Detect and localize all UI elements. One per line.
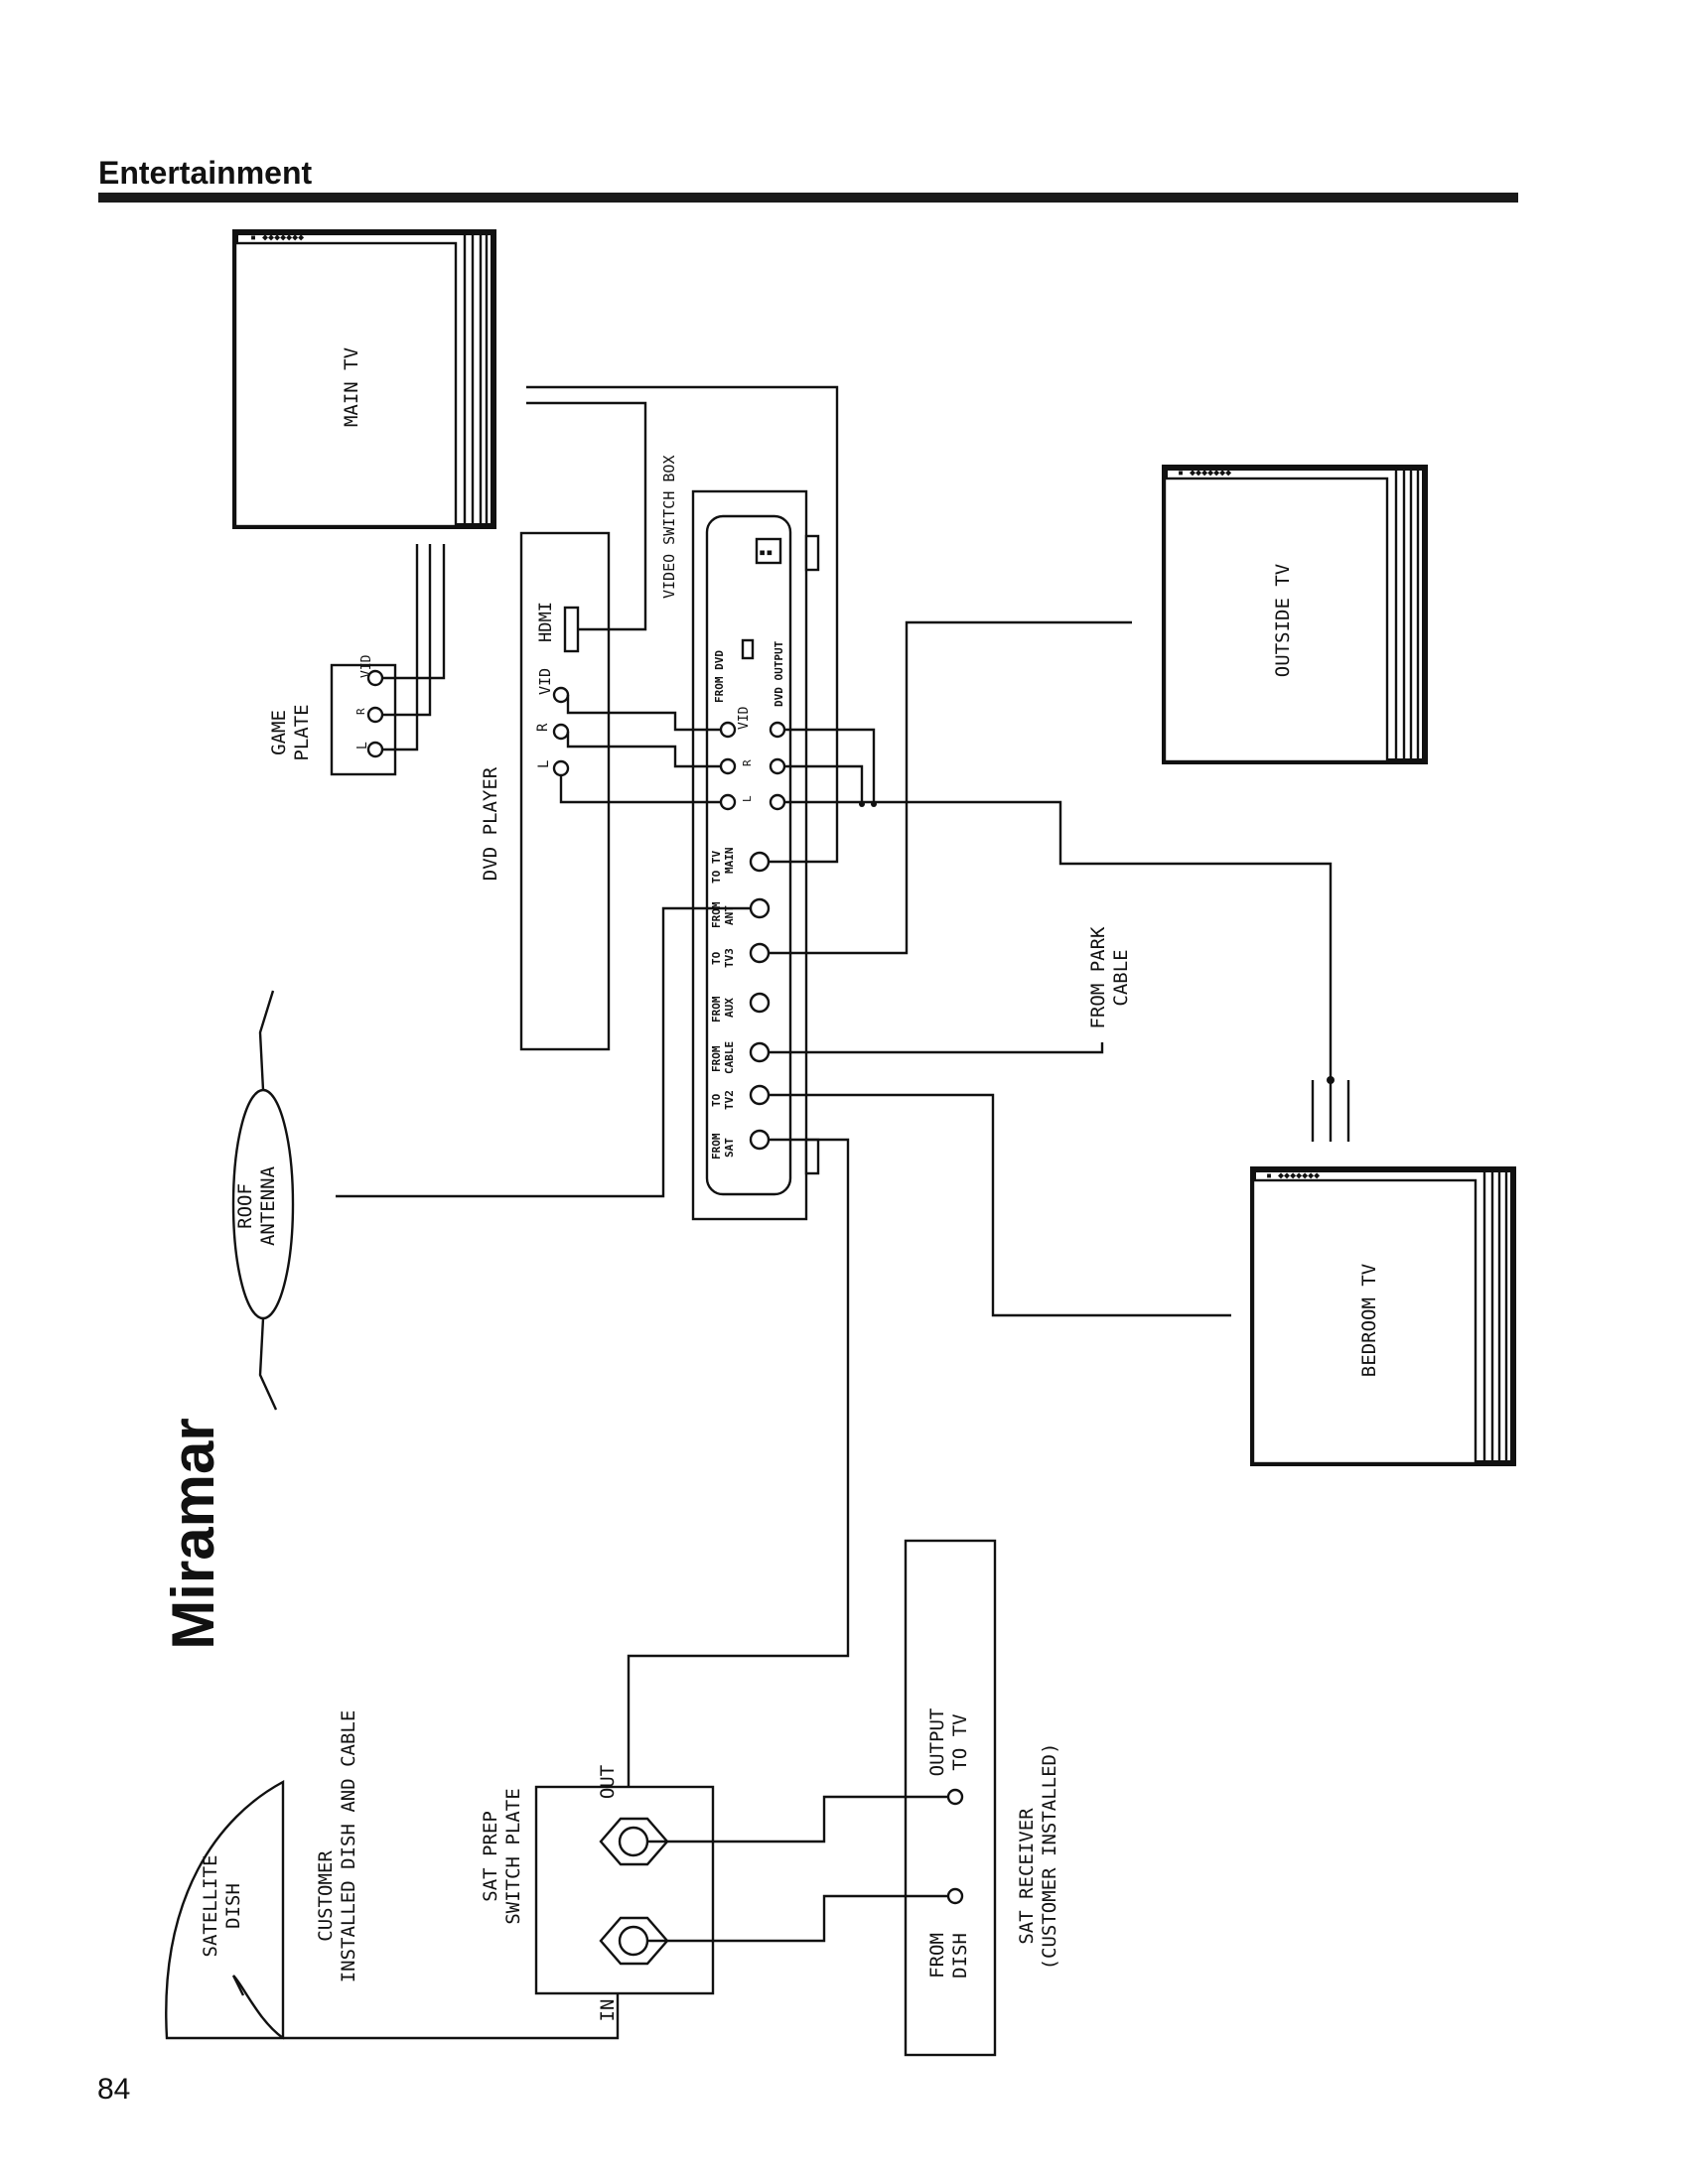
dvd-player-label: DVD PLAYER: [480, 766, 501, 881]
from-sat-2: SAT: [723, 1138, 736, 1158]
to-tv2-1: TO: [710, 1093, 723, 1107]
from-dish-2: DISH: [949, 1933, 971, 1979]
main-tv-label: MAIN TV: [341, 347, 362, 427]
out-label: OUT: [597, 1765, 619, 1799]
svg-text:L: L: [355, 742, 370, 750]
satellite-dish: SATELLITE DISH: [165, 1779, 285, 2040]
output-to-tv-2: TO TV: [949, 1713, 971, 1770]
in-label: IN: [597, 1999, 619, 2022]
outside-tv-label: OUTSIDE TV: [1272, 564, 1294, 677]
roof-antenna-2: ANTENNA: [257, 1165, 279, 1246]
hdmi-label: HDMI: [536, 602, 556, 642]
to-tv-main-1: TO TV: [710, 851, 723, 884]
svg-text:R: R: [354, 708, 367, 715]
svg-text:▪▪: ▪▪: [759, 545, 773, 559]
from-ant-1: FROM: [710, 901, 723, 928]
sat-receiver-2: (CUSTOMER INSTALLED): [1039, 1743, 1060, 1971]
svg-text:R: R: [535, 723, 551, 732]
svg-text:▪ ◆◆◆◆◆◆◆: ▪ ◆◆◆◆◆◆◆: [250, 232, 304, 243]
section-title: Entertainment: [98, 155, 313, 191]
from-cable-1: FROM: [710, 1045, 723, 1072]
page-number: 84: [97, 2073, 131, 2106]
roof-antenna-1: ROOF: [234, 1183, 256, 1229]
game-plate-label-1: GAME: [268, 710, 290, 755]
video-switch-box: VIDEO SWITCH BOX ▪▪ FROM DVD DVD OUTPUT …: [660, 456, 820, 1221]
from-dvd-label: FROM DVD: [713, 650, 726, 703]
svg-text:▪ ◆◆◆◆◆◆◆: ▪ ◆◆◆◆◆◆◆: [1266, 1170, 1320, 1181]
brand-title: Miramar: [160, 1418, 226, 1649]
from-cable-2: CABLE: [723, 1041, 736, 1074]
from-aux-2: AUX: [723, 998, 736, 1018]
sat-dish-2: DISH: [222, 1883, 244, 1929]
customer-note-2: INSTALLED DISH AND CABLE: [338, 1710, 359, 1983]
from-aux-1: FROM: [710, 996, 723, 1023]
svg-text:▪ ◆◆◆◆◆◆◆: ▪ ◆◆◆◆◆◆◆: [1178, 468, 1231, 478]
svg-text:VID: VID: [737, 706, 752, 730]
main-tv: ▪ ◆◆◆◆◆◆◆ MAIN TV: [232, 229, 496, 529]
customer-note-1: CUSTOMER: [315, 1850, 337, 1942]
from-dish-1: FROM: [926, 1933, 948, 1979]
park-cable-2: CABLE: [1110, 949, 1132, 1006]
outside-tv: ▪ ◆◆◆◆◆◆◆ OUTSIDE TV: [1162, 465, 1428, 764]
bedroom-tv: ▪ ◆◆◆◆◆◆◆ BEDROOM TV: [1250, 1166, 1516, 1466]
bedroom-tv-label: BEDROOM TV: [1358, 1264, 1380, 1377]
dvd-output-label: DVD OUTPUT: [773, 640, 785, 707]
to-tv3-2: TV3: [723, 948, 736, 968]
header-rule: [98, 193, 1518, 203]
game-plate-label-2: PLATE: [291, 704, 313, 760]
output-to-tv-1: OUTPUT: [926, 1708, 948, 1777]
from-sat-1: FROM: [710, 1133, 723, 1160]
svg-text:VID: VID: [359, 654, 374, 678]
sat-receiver-1: SAT RECEIVER: [1016, 1808, 1038, 1945]
svg-text:L: L: [536, 760, 552, 768]
svg-text:L: L: [741, 795, 754, 802]
svg-text:R: R: [741, 759, 754, 766]
game-plate: L R VID GAME PLATE: [268, 654, 397, 776]
sat-prep-2: SWITCH PLATE: [502, 1788, 524, 1924]
from-ant-2: ANT: [723, 905, 736, 925]
svg-text:VID: VID: [536, 668, 554, 695]
sat-dish-1: SATELLITE: [200, 1855, 221, 1958]
park-cable-1: FROM PARK: [1087, 926, 1109, 1029]
dvd-player: DVD PLAYER HDMI VID R L: [480, 531, 611, 1051]
to-tv-main-2: MAIN: [723, 848, 736, 875]
switch-box-label: VIDEO SWITCH BOX: [660, 456, 678, 600]
sat-prep-plate: SAT PREP SWITCH PLATE OUT IN: [480, 1765, 715, 2022]
sat-prep-1: SAT PREP: [480, 1811, 501, 1902]
to-tv3-1: TO: [710, 951, 723, 965]
roof-antenna: ROOF ANTENNA: [231, 990, 295, 1411]
to-tv2-2: TV2: [723, 1090, 736, 1110]
